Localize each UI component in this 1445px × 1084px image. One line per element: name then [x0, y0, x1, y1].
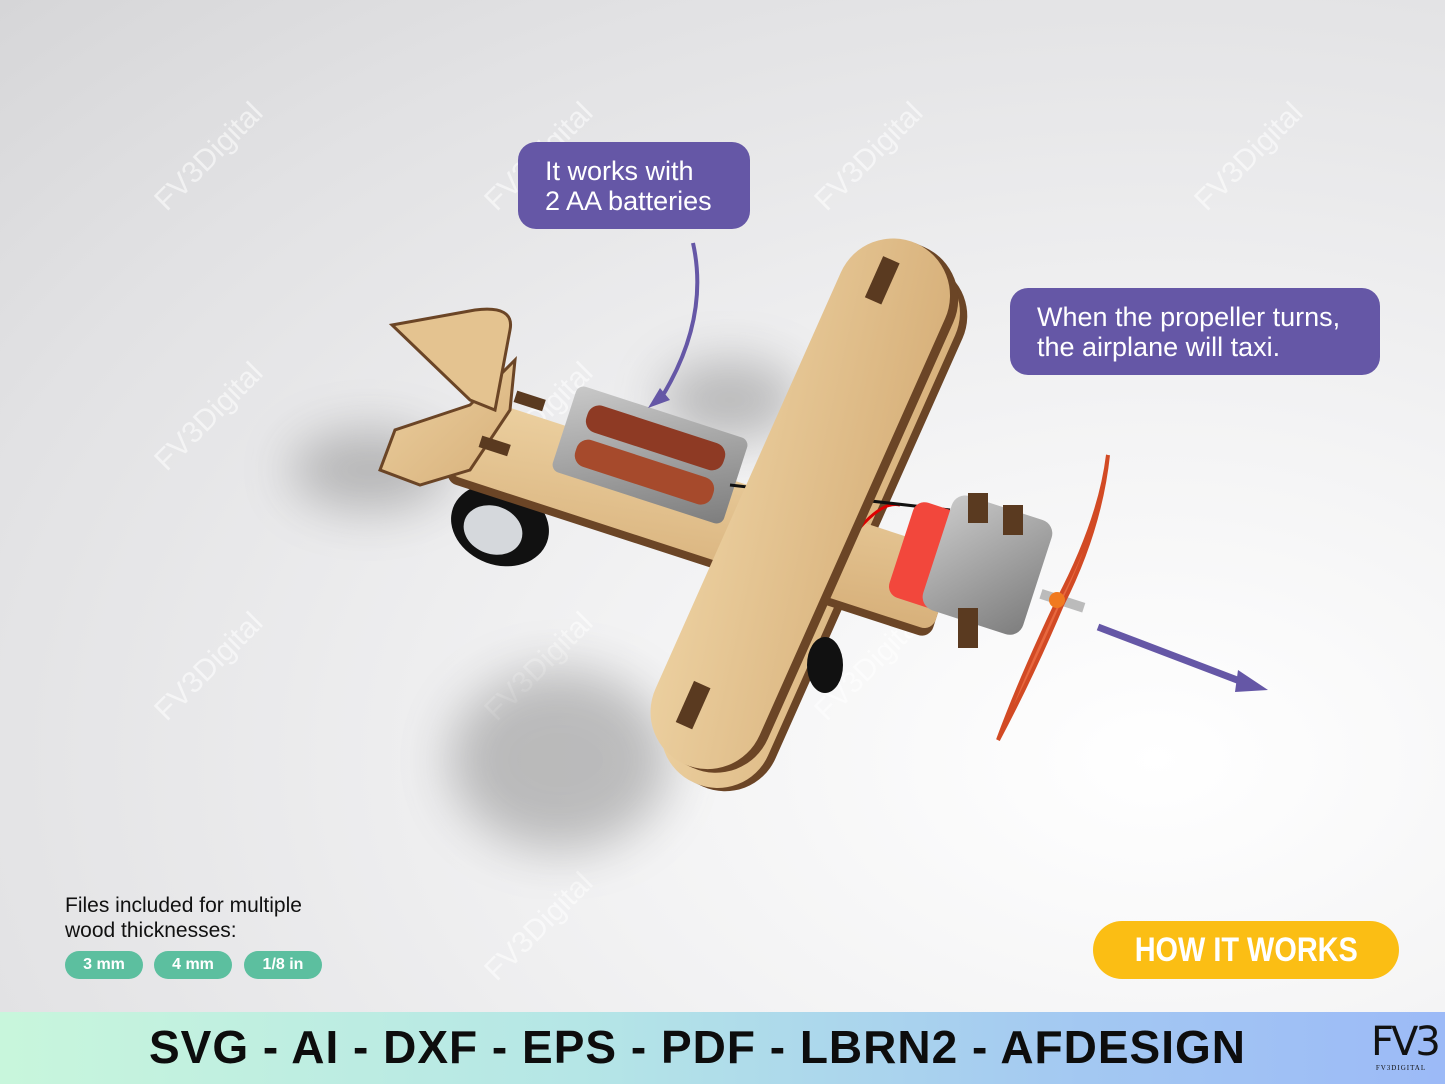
- callout-line: When the propeller turns,: [1037, 302, 1341, 332]
- files-line2: wood thicknesses:: [65, 919, 237, 942]
- battery-holder: [552, 386, 748, 524]
- battery-arrow: [648, 242, 700, 408]
- file-formats: SVG - AI - DXF - EPS - PDF - LBRN2 - AFD…: [148, 1021, 1247, 1073]
- thickness-badge-1-8in: 1/8 in: [244, 951, 322, 979]
- callout-line: 2 AA batteries: [545, 186, 712, 216]
- propeller: [996, 454, 1110, 741]
- logo-name: FV3DIGITAL: [1375, 1064, 1427, 1072]
- thickness-badge-3mm: 3 mm: [65, 951, 143, 979]
- callout-line: It works with: [545, 156, 694, 186]
- batteries-callout: It works with 2 AA batteries: [518, 142, 750, 229]
- files-line1: Files included for multiple: [65, 894, 302, 917]
- upper-wing: [650, 238, 959, 773]
- airplane-illustration: [290, 238, 1268, 850]
- direction-arrow: [1096, 623, 1268, 692]
- how-it-works-label: HOW IT WORKS: [1134, 931, 1358, 969]
- wheel-front: [807, 637, 843, 693]
- formats-bar: SVG - AI - DXF - EPS - PDF - LBRN2 - AFD…: [0, 1012, 1445, 1084]
- tail: [378, 307, 546, 487]
- thickness-badge-4mm: 4 mm: [154, 951, 232, 979]
- files-info: Files included for multiple wood thickne…: [65, 893, 302, 943]
- logo-mark: FV3: [1371, 1019, 1441, 1065]
- callout-line: the airplane will taxi.: [1037, 332, 1281, 362]
- brand-logo: FV3 FV3DIGITAL: [1371, 1019, 1441, 1072]
- propeller-callout: When the propeller turns, the airplane w…: [1010, 288, 1380, 375]
- propeller-hub: [1049, 592, 1065, 608]
- how-it-works-button[interactable]: HOW IT WORKS: [1093, 921, 1399, 979]
